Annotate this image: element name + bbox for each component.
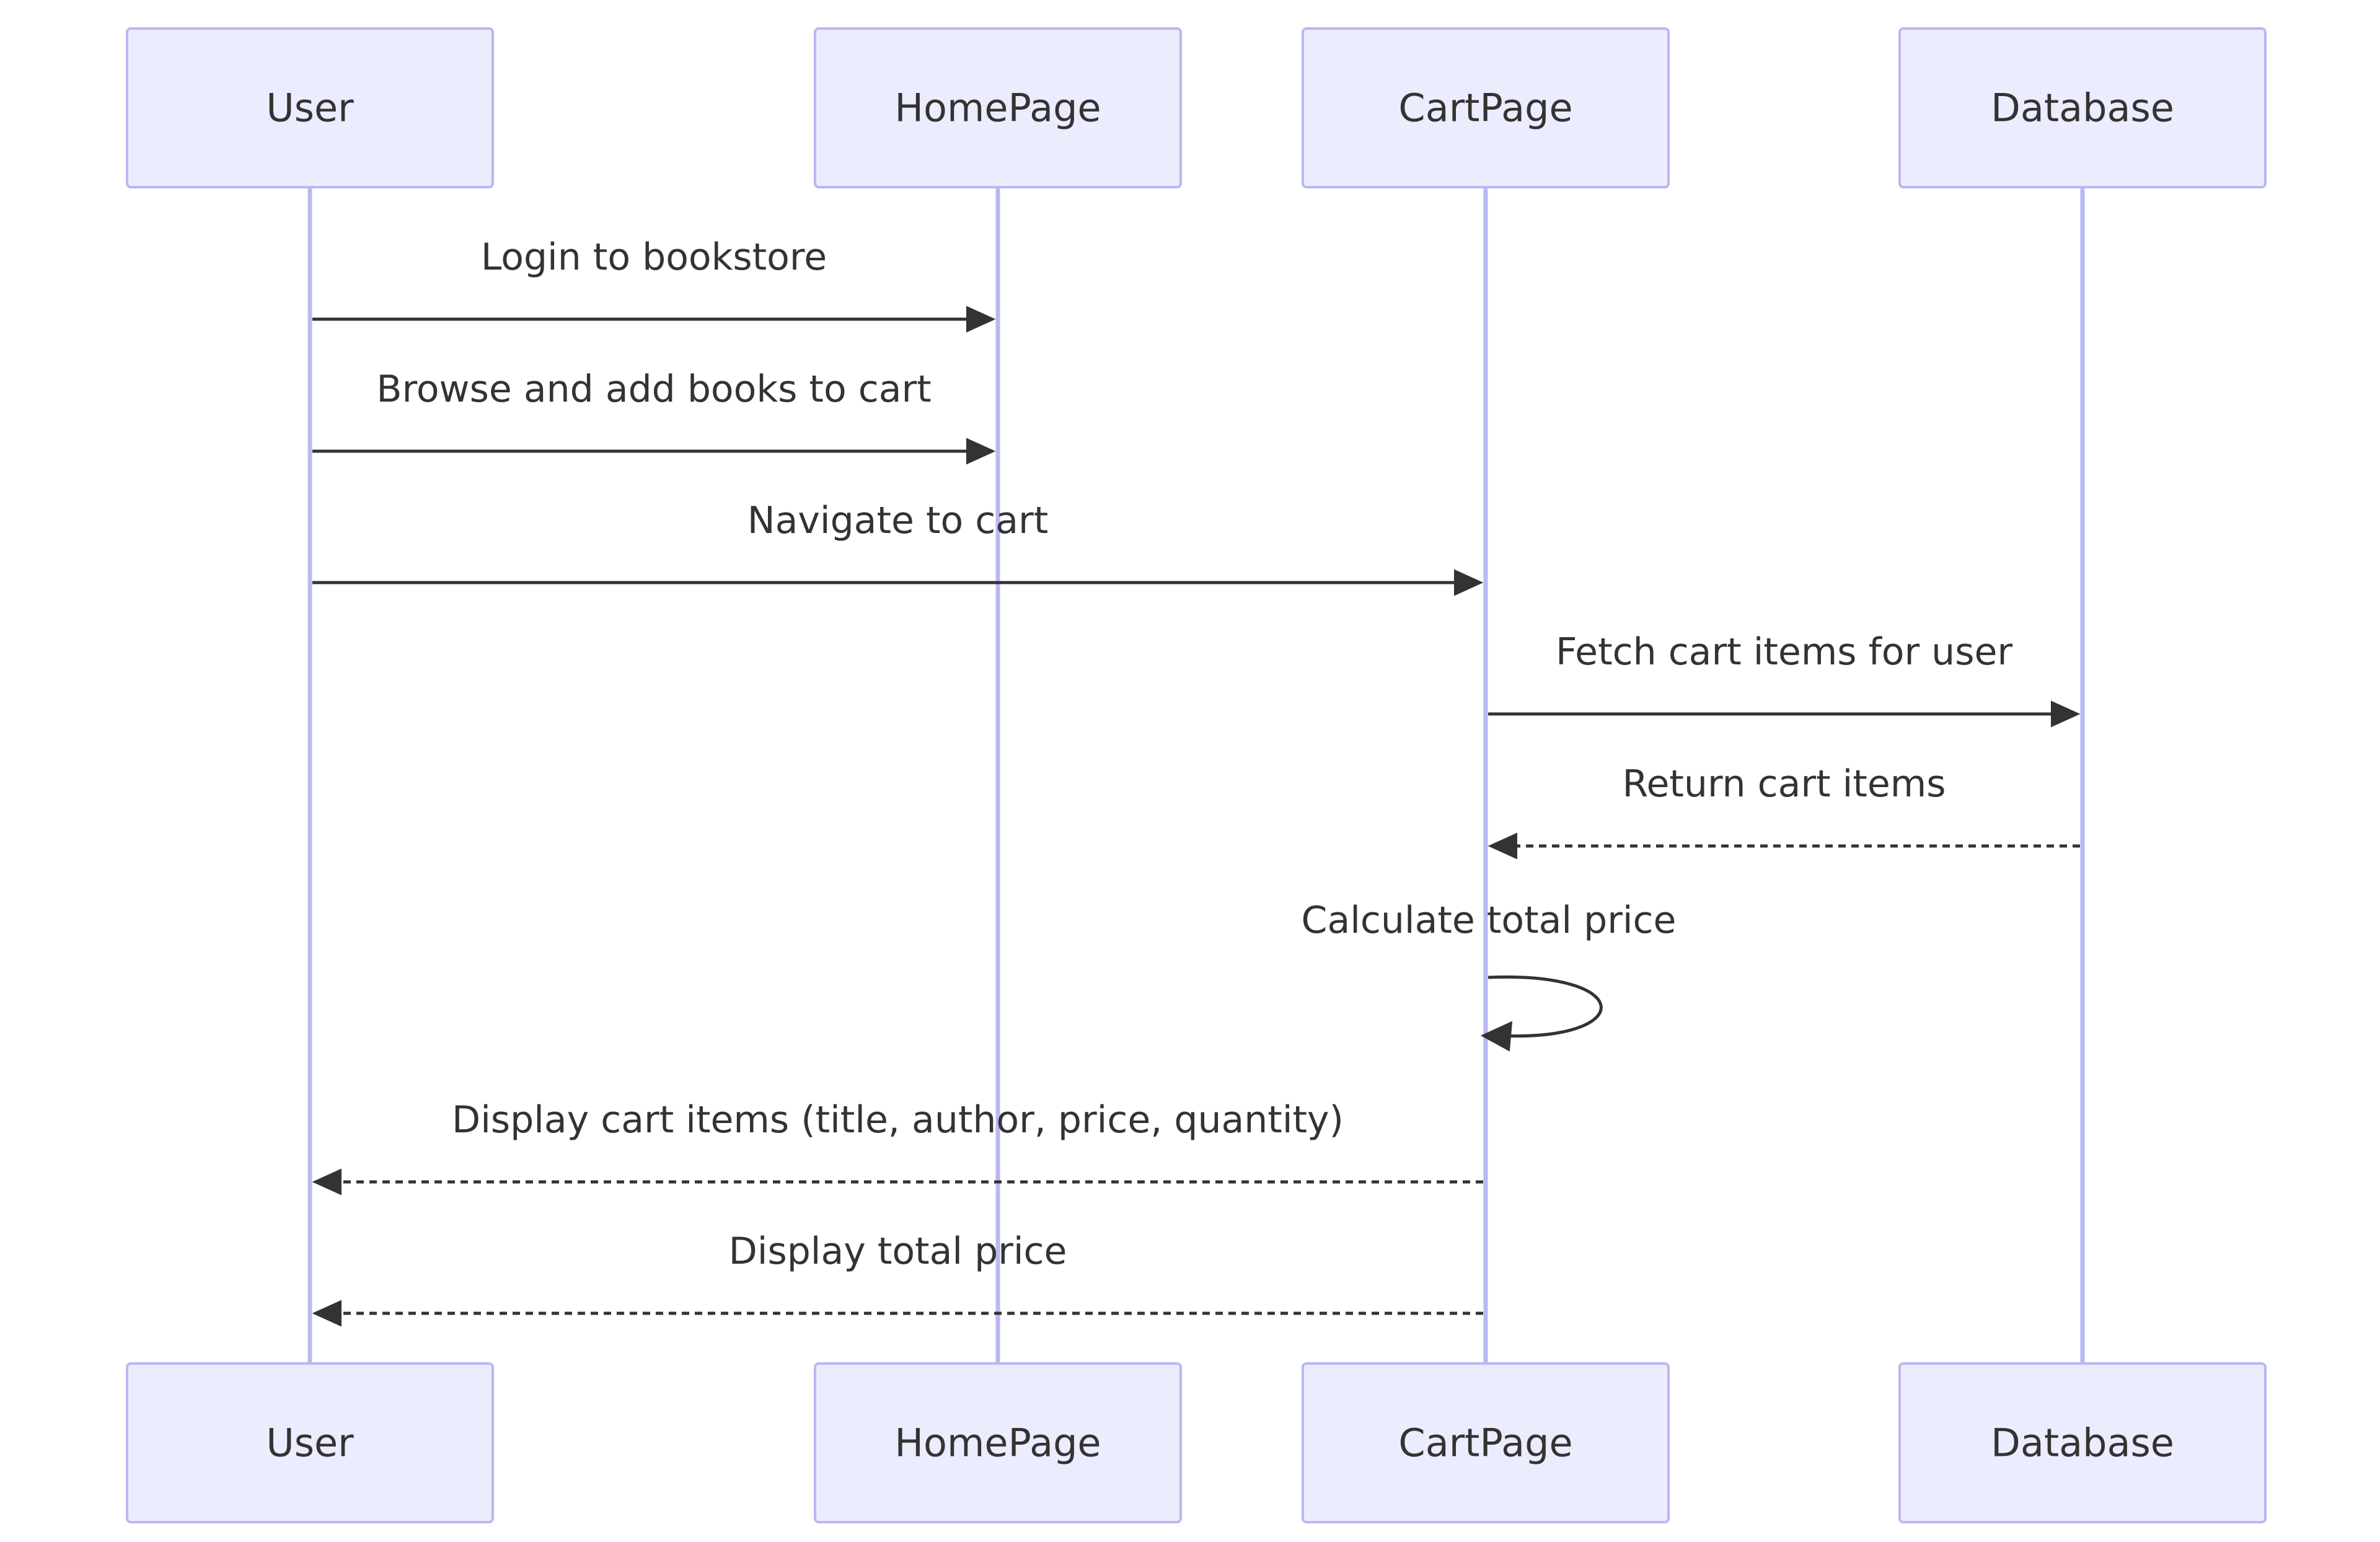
actor-database-bottom: Database (1898, 1362, 2267, 1523)
arrow-head (1454, 569, 1484, 596)
actor-label: CartPage (1398, 1421, 1572, 1466)
message-1: Login to bookstore (312, 236, 996, 333)
actor-label: HomePage (894, 1421, 1101, 1466)
arrow-head (312, 1168, 342, 1196)
arrow-head (2051, 700, 2081, 728)
actor-cartpage-bottom: CartPage (1302, 1362, 1670, 1523)
message-6: Calculate total price (1302, 899, 1677, 1052)
message-5: Return cart items (1488, 762, 2080, 860)
actors-bottom: User HomePage CartPage Database (126, 1362, 2267, 1523)
message-8: Display total price (312, 1230, 1483, 1327)
message-2: Browse and add books to cart (312, 368, 996, 465)
arrow-head (1480, 1021, 1513, 1052)
arrow-head (966, 306, 996, 333)
message-label: Login to bookstore (481, 236, 827, 279)
message-label: Display cart items (title, author, price… (452, 1098, 1344, 1142)
message-label: Navigate to cart (747, 499, 1048, 542)
lifelines (307, 187, 2085, 1364)
actor-homepage-bottom: HomePage (814, 1362, 1182, 1523)
message-label: Fetch cart items for user (1556, 630, 2012, 674)
actor-box (1898, 1362, 2267, 1523)
actors-top: User HomePage CartPage Database (126, 27, 2267, 188)
actor-box (1898, 27, 2267, 188)
actor-homepage-top: HomePage (814, 27, 1182, 188)
actor-label: HomePage (894, 86, 1101, 131)
actor-user-bottom: User (126, 1362, 494, 1523)
actor-label: Database (1991, 86, 2174, 131)
actor-label: Database (1991, 1421, 2174, 1466)
actor-label: User (266, 86, 354, 131)
arrow-head (312, 1300, 342, 1327)
message-label: Return cart items (1622, 762, 1946, 806)
actor-database-top: Database (1898, 27, 2267, 188)
actor-box (1302, 27, 1670, 188)
arrow-head (966, 438, 996, 465)
actor-box (1302, 1362, 1670, 1523)
message-label: Browse and add books to cart (376, 368, 931, 411)
actor-cartpage-top: CartPage (1302, 27, 1670, 188)
actor-box (126, 27, 494, 188)
arrow-head (1488, 832, 1517, 860)
message-line (1488, 975, 1603, 1038)
actor-user-top: User (126, 27, 494, 188)
message-7: Display cart items (title, author, price… (312, 1098, 1483, 1196)
actor-box (814, 1362, 1182, 1523)
actor-box (126, 1362, 494, 1523)
message-3: Navigate to cart (312, 499, 1484, 596)
actor-box (814, 27, 1182, 188)
actor-label: User (266, 1421, 354, 1466)
message-label: Display total price (729, 1230, 1067, 1273)
actor-label: CartPage (1398, 86, 1572, 131)
message-label: Calculate total price (1302, 899, 1677, 942)
message-4: Fetch cart items for user (1488, 630, 2081, 728)
